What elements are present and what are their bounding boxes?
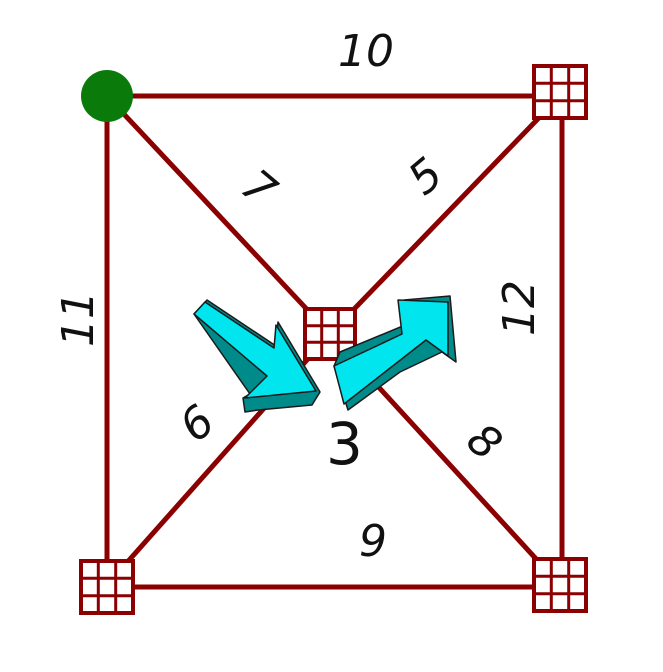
grid-node-icon (532, 64, 588, 120)
member-7-line (103, 92, 334, 338)
node-bottom-right (532, 557, 588, 613)
node-bottom-left (79, 559, 135, 615)
support-node-icon (81, 70, 133, 122)
member-label-9: 9 (359, 516, 387, 567)
member-5-line (326, 92, 564, 338)
member-label-5: 5 (399, 148, 453, 205)
member-label-12: 12 (494, 280, 545, 336)
member-label-10: 10 (338, 26, 394, 77)
grid-node-icon (79, 559, 135, 615)
load-arrow-left-icon (193, 299, 321, 413)
member-label-6: 6 (170, 395, 224, 452)
node-top-right (532, 64, 588, 120)
load-arrow-right-icon (333, 295, 457, 411)
member-label-7: 7 (231, 160, 285, 217)
node-label-center: 3 (326, 410, 363, 478)
grid-node-icon (532, 557, 588, 613)
member-label-11: 11 (53, 291, 104, 347)
truss-members (103, 92, 565, 590)
member-label-8: 8 (457, 414, 511, 471)
